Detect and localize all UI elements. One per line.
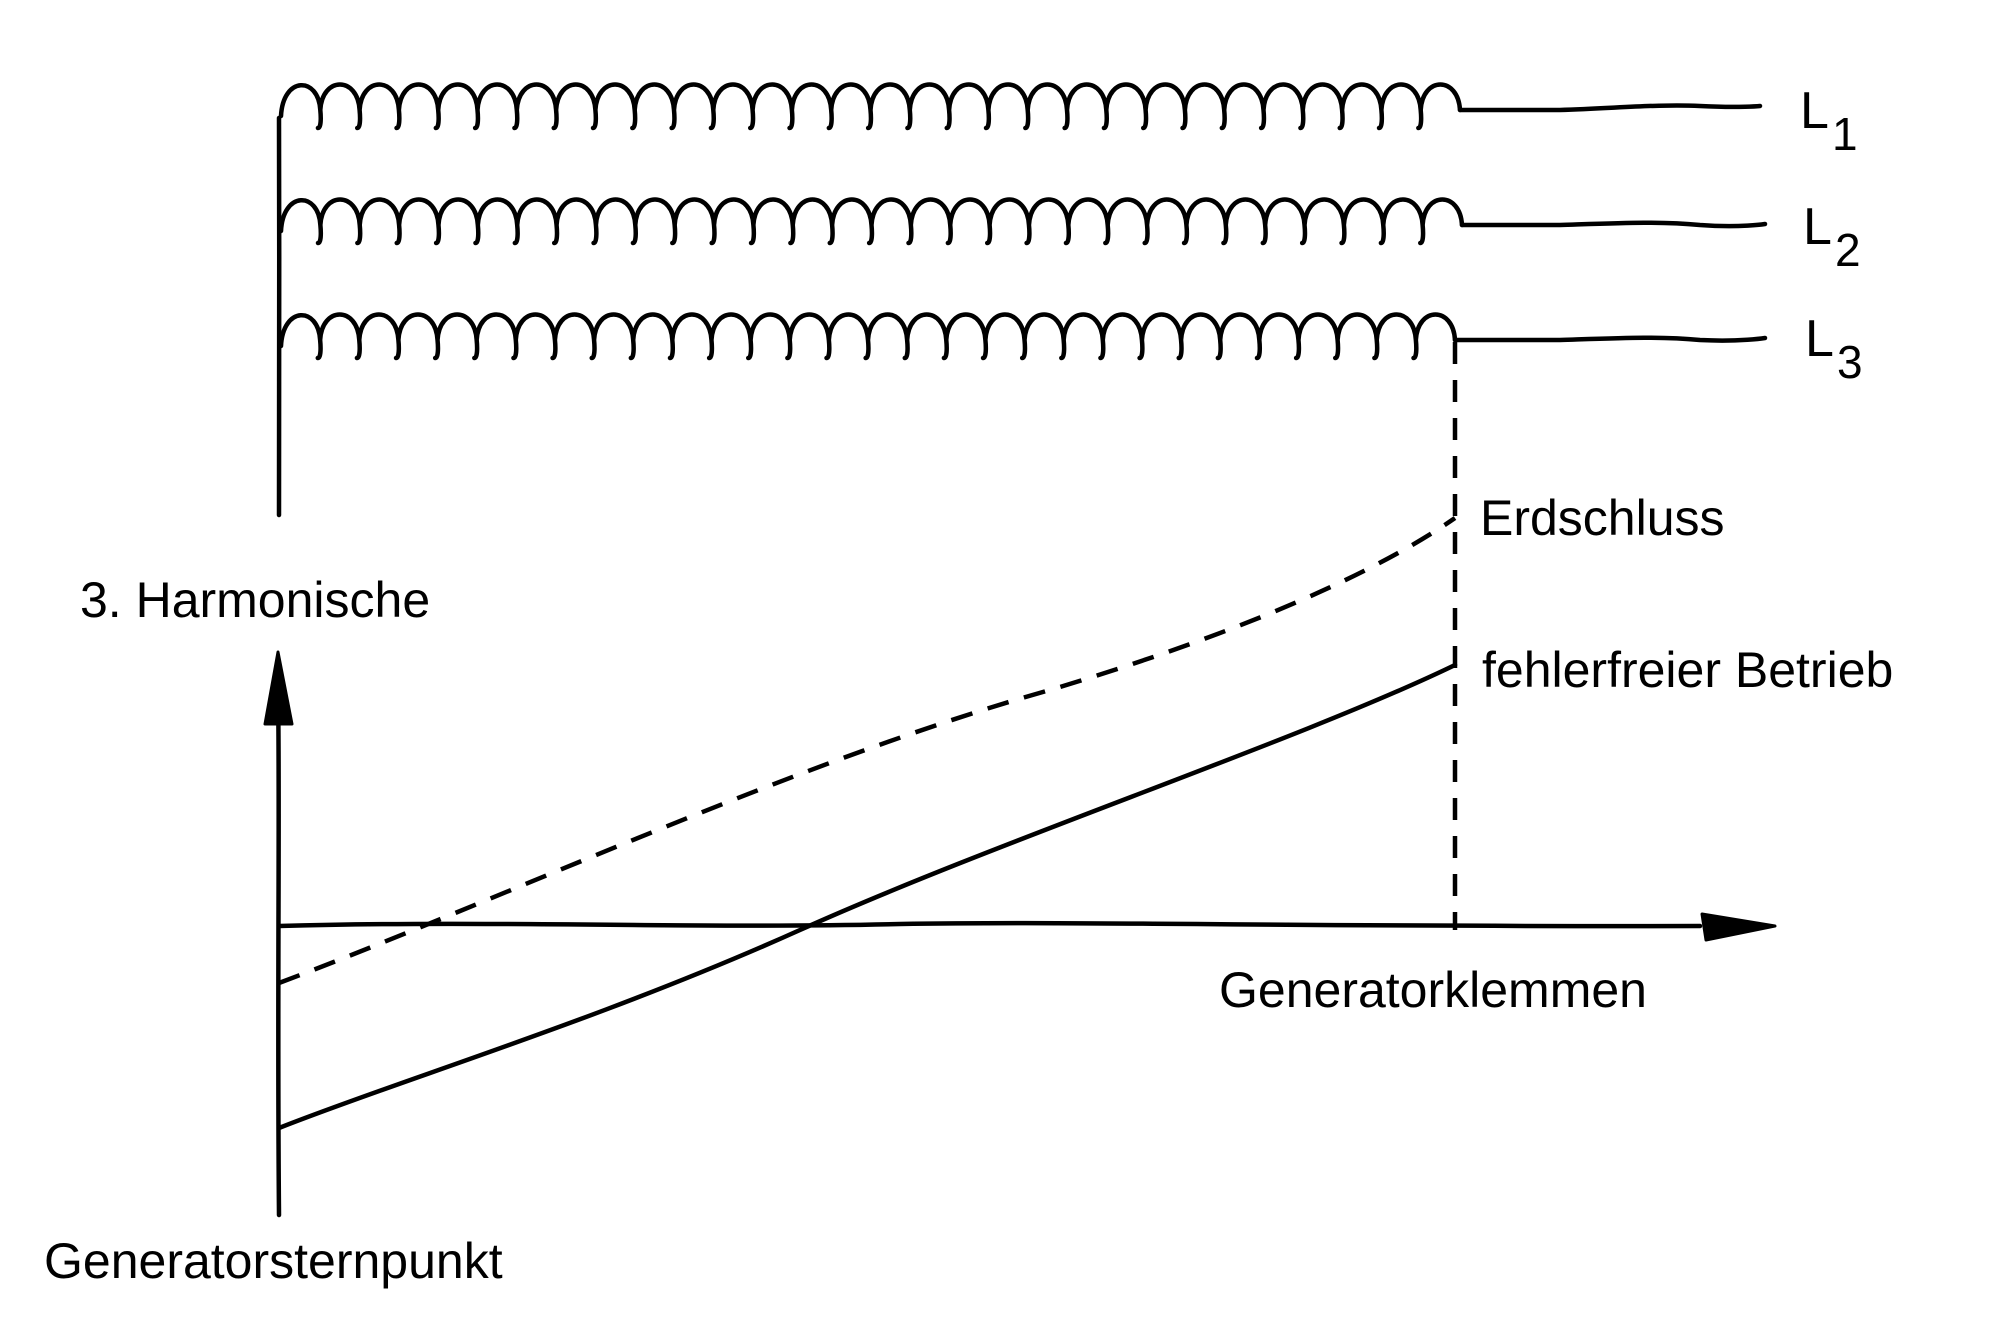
y-axis-arrowhead (263, 650, 294, 726)
curve-fault-label: Erdschluss (1480, 490, 1725, 546)
y-axis (275, 687, 282, 1218)
y-axis-label: 3. Harmonische (80, 572, 430, 628)
terminal-lead-l1 (1457, 103, 1763, 113)
terminal-lead-l3 (1452, 335, 1768, 343)
curve-fault-dashed (278, 516, 1457, 986)
phase-label-l2: L2 (1803, 198, 1861, 276)
x-axis (276, 920, 1703, 929)
winding-coil-l2 (278, 197, 1465, 246)
phase-label-l1: L1 (1800, 82, 1858, 160)
curve-normal-label: fehlerfreier Betrieb (1482, 642, 1893, 698)
neutral-point-label: Generatorsternpunkt (44, 1233, 503, 1289)
curve-normal-solid (276, 662, 1458, 1131)
neutral-bus-line (276, 115, 282, 518)
terminal-lead-l2 (1459, 220, 1768, 229)
winding-coil-l3 (278, 312, 1458, 361)
winding-coil-l1 (278, 82, 1463, 131)
x-axis-label: Generatorklemmen (1219, 962, 1647, 1018)
x-axis-arrowhead (1700, 912, 1777, 942)
phase-label-l3: L3 (1805, 310, 1863, 388)
